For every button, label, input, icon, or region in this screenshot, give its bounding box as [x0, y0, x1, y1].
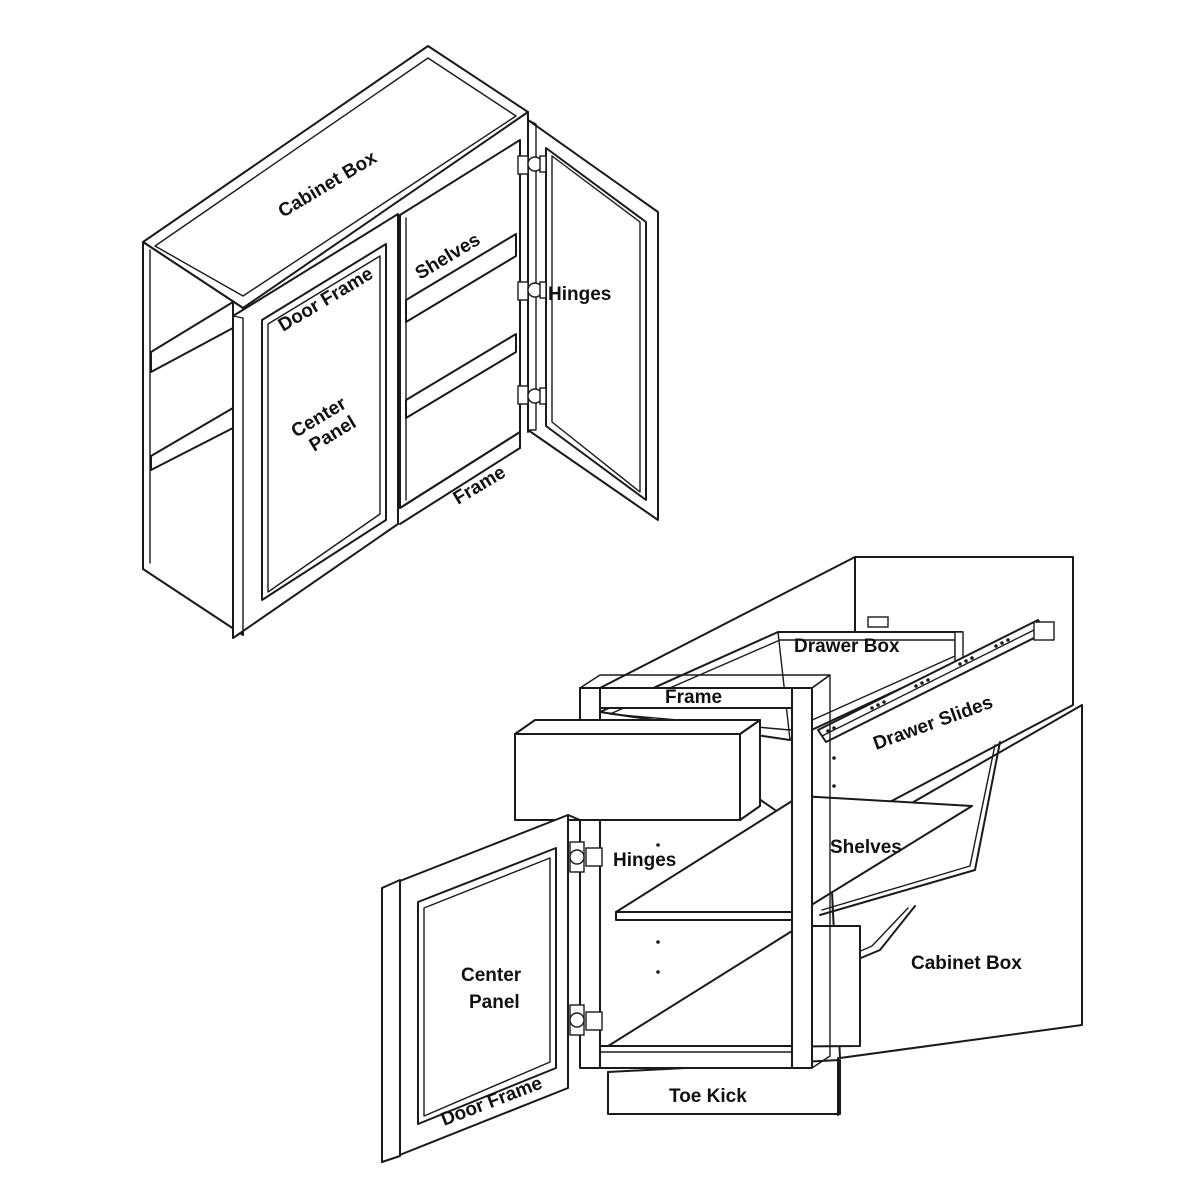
upper-left-door	[232, 213, 399, 639]
base-drawer-slides	[817, 616, 1055, 788]
base-cabinet: Drawer Box Frame Drawer Slides Hinges Sh…	[381, 556, 1083, 1163]
base-hinge-2	[569, 1004, 603, 1036]
upper-shelf-1	[405, 233, 517, 323]
upper-shelf-2	[405, 333, 517, 419]
base-label-shelves: Shelves	[830, 837, 902, 858]
upper-hinge-2	[517, 281, 547, 301]
base-door	[381, 814, 581, 1163]
upper-label-hinges: Hinges	[548, 284, 611, 305]
upper-right-door	[527, 119, 659, 521]
base-label-hinges: Hinges	[613, 850, 676, 871]
base-hinge-1	[569, 841, 603, 873]
base-label-frame: Frame	[665, 687, 722, 708]
upper-face-frame	[399, 139, 521, 525]
base-label-drawer-box: Drawer Box	[794, 636, 900, 657]
upper-cabinet: Cabinet Box Shelves Door Frame Hinges Ce…	[142, 45, 659, 639]
base-label-toe-kick: Toe Kick	[669, 1086, 747, 1107]
upper-hinge-1	[517, 155, 547, 175]
base-label-cabinet-box: Cabinet Box	[911, 953, 1022, 974]
base-label-center: Center	[461, 965, 522, 986]
upper-hinge-3	[517, 385, 547, 405]
base-face-frame	[579, 674, 831, 1069]
base-drawer-front	[514, 719, 761, 821]
base-label-panel: Panel	[469, 992, 520, 1013]
